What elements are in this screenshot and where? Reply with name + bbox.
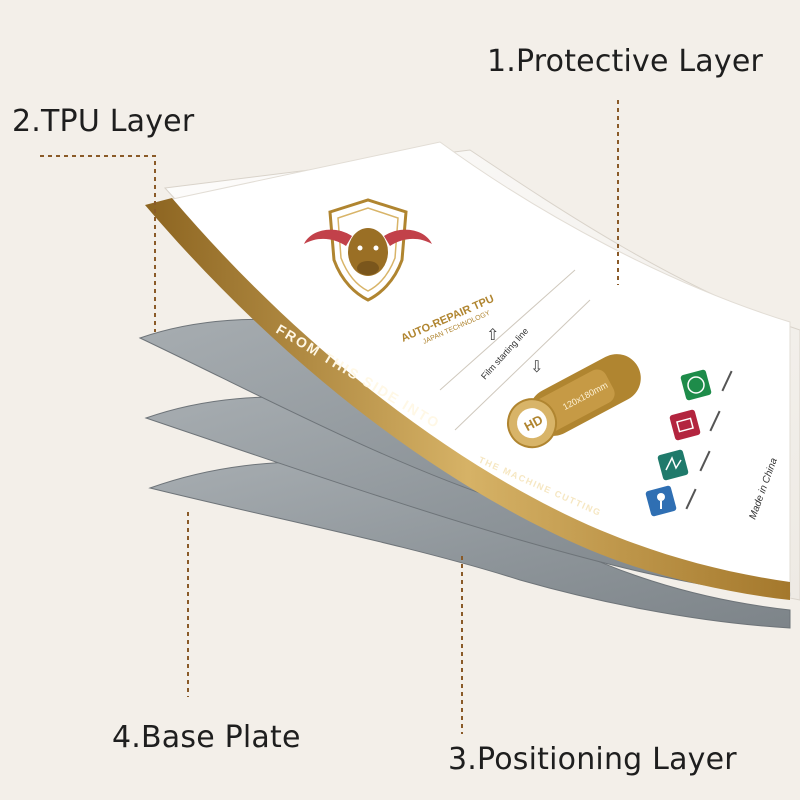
hd-roll-graphic: HD 120x180mm bbox=[507, 354, 641, 449]
globe-icon bbox=[680, 369, 712, 401]
screen-icon bbox=[669, 409, 701, 441]
down-arrow-icon: ⇩ bbox=[530, 359, 543, 376]
base-plate-label: 4.Base Plate bbox=[112, 720, 301, 755]
starting-line-top bbox=[439, 269, 576, 391]
up-arrow-icon: ⇧ bbox=[486, 327, 499, 344]
feature-fine-print bbox=[685, 370, 733, 510]
callout-line-tpu bbox=[40, 155, 156, 332]
starting-line-bottom bbox=[454, 299, 591, 431]
bull-shield-logo bbox=[304, 198, 432, 302]
tpu-layer-label: 2.TPU Layer bbox=[12, 104, 195, 139]
protective-layer-label: 1.Protective Layer bbox=[487, 44, 764, 79]
positioning-layer-label: 3.Positioning Layer bbox=[448, 742, 737, 777]
hand-touch-icon bbox=[657, 449, 689, 481]
